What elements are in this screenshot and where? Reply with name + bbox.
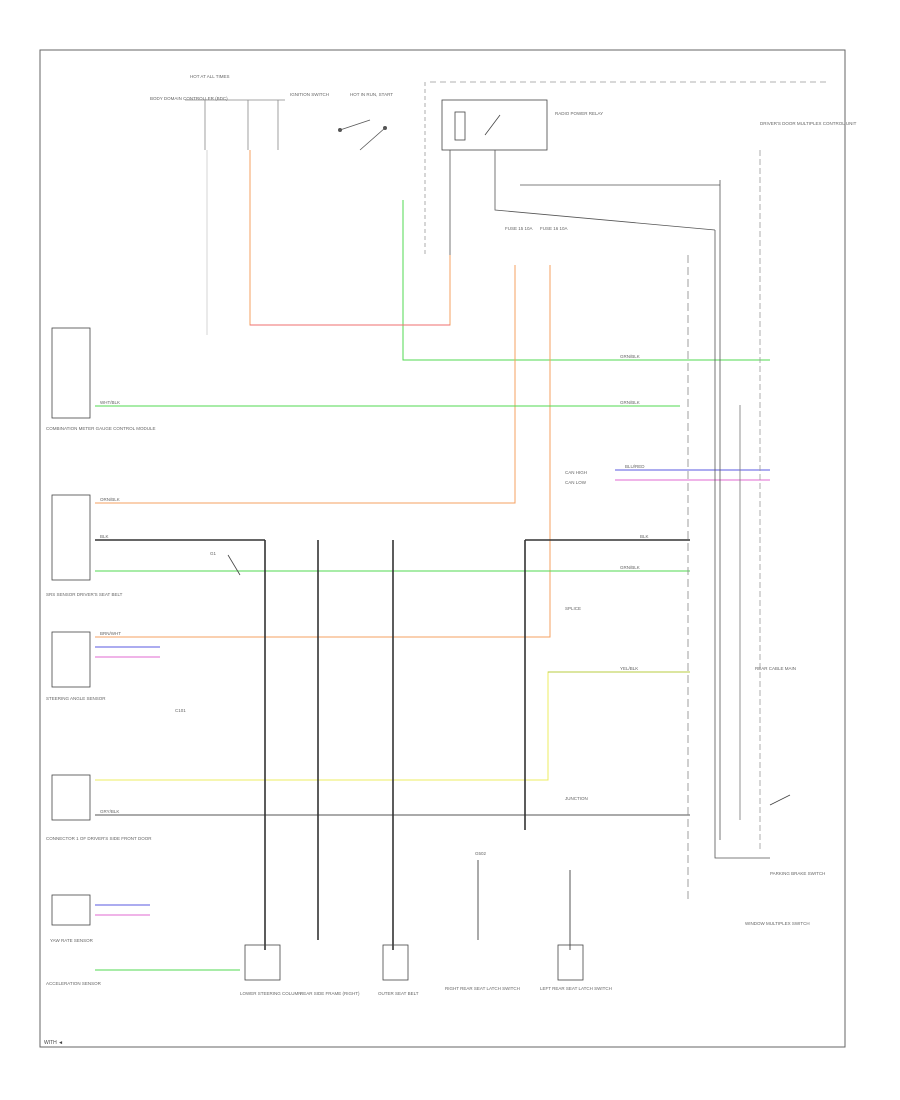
label-r-mid: REAR CABLE MAIN [755, 666, 796, 671]
relay-switch [484, 114, 501, 136]
label-wire-blk-2: BLK [100, 534, 109, 539]
parking-switch [769, 794, 791, 806]
label-left-3: STEERING ANGLE SENSOR [46, 696, 106, 701]
ground-conn-1 [244, 944, 281, 981]
label-left-4: CONNECTOR 1 OF DRIVER'S SIDE FRONT DOOR [46, 836, 152, 841]
relay-coil [454, 111, 466, 141]
ignition-switch-contact-2 [359, 127, 386, 151]
label-wire-gry: GRY/BLK [100, 809, 119, 814]
label-comb-meter: COMBINATION METER GAUGE CONTROL MODULE [46, 426, 156, 431]
wire-orange-srs [95, 265, 516, 504]
label-junction: JUNCTION [565, 796, 588, 801]
fuse-box-outline [441, 99, 548, 151]
diagram-frame [39, 49, 846, 1048]
gauge-control-module-box [51, 327, 91, 419]
label-b1: LOWER STEERING COLUMN [240, 991, 302, 996]
label-wire-grn-2: GRN/BLK [620, 400, 640, 405]
label-b3: OUTER SEAT BELT [378, 991, 419, 996]
label-left-6: ACCELERATION SENSOR [46, 981, 102, 986]
label-ign-switch: IGNITION SWITCH [290, 92, 329, 97]
label-r-bottom2: WINDOW MULTIPLEX SWITCH [745, 921, 810, 926]
label-wire-yel: YEL/BLK [620, 666, 638, 671]
label-left-5: YAW RATE SENSOR [50, 938, 94, 943]
label-top-ign: HOT IN RUN, START [350, 92, 393, 97]
label-can-low: CAN LOW [565, 480, 587, 485]
label-conn: C101 [175, 708, 186, 713]
label-can-high: CAN HIGH [565, 470, 587, 475]
yaw-sensor-box [51, 894, 91, 926]
label-b4: RIGHT REAR SEAT LATCH SWITCH [445, 986, 520, 991]
label-top-left-a: HOT AT ALL TIMES [190, 74, 230, 79]
label-wire-grn: GRN/BLK [620, 354, 640, 359]
label-top-left-b: BODY DOMAIN CONTROLLER (BDC) [150, 96, 228, 101]
ignition-terminal-2 [383, 126, 387, 130]
label-right-top: DRIVER'S DOOR MULTIPLEX CONTROL UNIT [760, 121, 857, 126]
wire-orange-steer [95, 265, 551, 638]
wire-orange-top [249, 150, 451, 326]
ignition-switch-contact [339, 119, 371, 131]
label-ground-g2: G502 [475, 851, 487, 856]
gray-wire-r2 [714, 230, 770, 859]
gray-wire-top-right-2 [494, 150, 716, 231]
door-connector-box [51, 774, 91, 821]
label-wire-org: ORN/BLK [100, 497, 120, 502]
label-wire-blk: BLK [640, 534, 649, 539]
label-b5: LEFT REAR SEAT LATCH SWITCH [540, 986, 612, 991]
label-top-mid: RADIO POWER RELAY [555, 111, 603, 116]
srs-sensor-box [51, 494, 91, 581]
label-wire-brn: BRN/WHT [100, 631, 121, 636]
label-wire-grn-3: GRN/BLK [620, 565, 640, 570]
srs-switch [227, 554, 241, 576]
ignition-terminal [338, 128, 342, 132]
label-splice: SPLICE [565, 606, 581, 611]
wire-green-ign [402, 200, 770, 361]
label-left-2: SRS SENSOR DRIVER'S SEAT BELT [46, 592, 123, 597]
label-wire-wht: WHT/BLK [100, 400, 120, 405]
ground-conn-2 [382, 944, 409, 981]
label-fuse-15: FUSE 15 10A [505, 226, 533, 231]
label-wire-bl: BLU/RED [625, 464, 645, 469]
label-ground-g: G1 [210, 551, 217, 556]
ground-conn-3 [557, 944, 584, 981]
steering-sensor-box [51, 631, 91, 688]
label-r-bottom: PARKING BRAKE SWITCH [770, 871, 825, 876]
page-footer: WITH ◄ [44, 1040, 64, 1046]
label-b2: REAR SIDE FRAME (RIGHT) [300, 991, 360, 996]
label-fuse-16: FUSE 16 10A [540, 226, 568, 231]
